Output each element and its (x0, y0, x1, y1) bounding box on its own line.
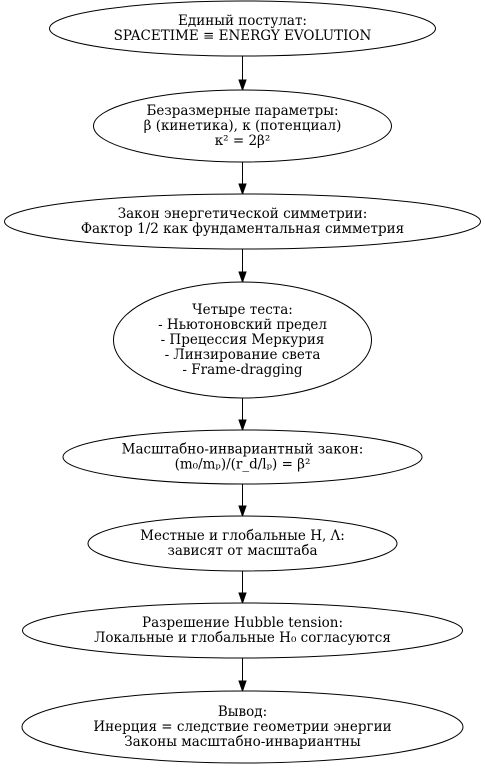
node-ellipse (49, 0, 436, 57)
arrowhead (238, 505, 247, 518)
arrowhead (238, 79, 247, 92)
node-label: Местные и глобальные H, Λ: (140, 528, 345, 544)
node-symmetry: Закон энергетической симметрии:Фактор 1/… (4, 193, 481, 250)
node-label: Закон энергетической симметрии: (118, 206, 368, 222)
arrowhead (238, 271, 247, 284)
node-local-global: Местные и глобальные H, Λ:зависят от мас… (87, 515, 398, 572)
edge-tests-to-scale-law (238, 398, 247, 432)
node-label: κ² = 2β² (215, 133, 271, 149)
nodes-layer: Единый постулат:SPACETIME ≡ ENERGY EVOLU… (4, 0, 481, 764)
node-tests: Четыре теста:- Ньютоновский предел- Прец… (113, 281, 372, 399)
node-conclusion: Вывод:Инерция = следствие геометрии энер… (21, 690, 464, 764)
node-label: - Ньютоновский предел (158, 317, 327, 333)
node-label: Законы масштабно-инвариантны (124, 734, 361, 750)
edge-dimensionless-to-symmetry (238, 162, 247, 196)
node-ellipse (21, 690, 464, 764)
node-label: Локальные и глобальные H₀ согласуются (94, 630, 391, 646)
node-scale-law: Масштабно-инвариантный закон:(m₀/mₚ)/(r_… (62, 429, 423, 485)
node-ellipse (62, 429, 423, 485)
node-label: Единый постулат: (178, 13, 307, 29)
node-label: Разрешение Hubble tension: (142, 615, 343, 631)
node-postulate: Единый постулат:SPACETIME ≡ ENERGY EVOLU… (49, 0, 436, 57)
node-label: (m₀/mₚ)/(r_d/lₚ) = β² (175, 457, 311, 473)
node-label: Безразмерные параметры: (146, 103, 338, 119)
arrowhead (238, 592, 247, 605)
node-label: SPACETIME ≡ ENERGY EVOLUTION (114, 28, 372, 44)
node-hubble: Разрешение Hubble tension:Локальные и гл… (22, 602, 463, 659)
arrowhead (238, 680, 247, 693)
node-label: - Линзирование света (165, 347, 321, 363)
node-label: Инерция = следствие геометрии энергии (93, 719, 391, 735)
edges-layer (238, 56, 247, 693)
edge-scale-law-to-local-global (238, 484, 247, 518)
node-label: - Frame-dragging (182, 362, 303, 378)
edge-hubble-to-conclusion (238, 658, 247, 693)
node-label: Вывод: (218, 704, 267, 720)
node-label: Четыре теста: (192, 302, 293, 318)
node-ellipse (113, 281, 372, 399)
node-ellipse (22, 602, 463, 659)
node-label: Фактор 1/2 как фундаментальная симметрия (81, 221, 404, 237)
node-label: β (кинетика), κ (потенциал) (144, 118, 342, 134)
arrowhead (238, 419, 247, 432)
edge-postulate-to-dimensionless (238, 56, 247, 92)
node-label: Масштабно-инвариантный закон: (122, 442, 364, 458)
node-ellipse (4, 193, 481, 250)
node-label: зависят от масштаба (167, 543, 317, 559)
node-dimensionless: Безразмерные параметры:β (кинетика), κ (… (93, 89, 392, 163)
node-ellipse (87, 515, 398, 572)
arrowhead (238, 183, 247, 196)
node-ellipse (93, 89, 392, 163)
node-label: - Прецессия Меркурия (161, 332, 325, 348)
edge-local-global-to-hubble (238, 571, 247, 605)
edge-symmetry-to-tests (238, 249, 247, 284)
